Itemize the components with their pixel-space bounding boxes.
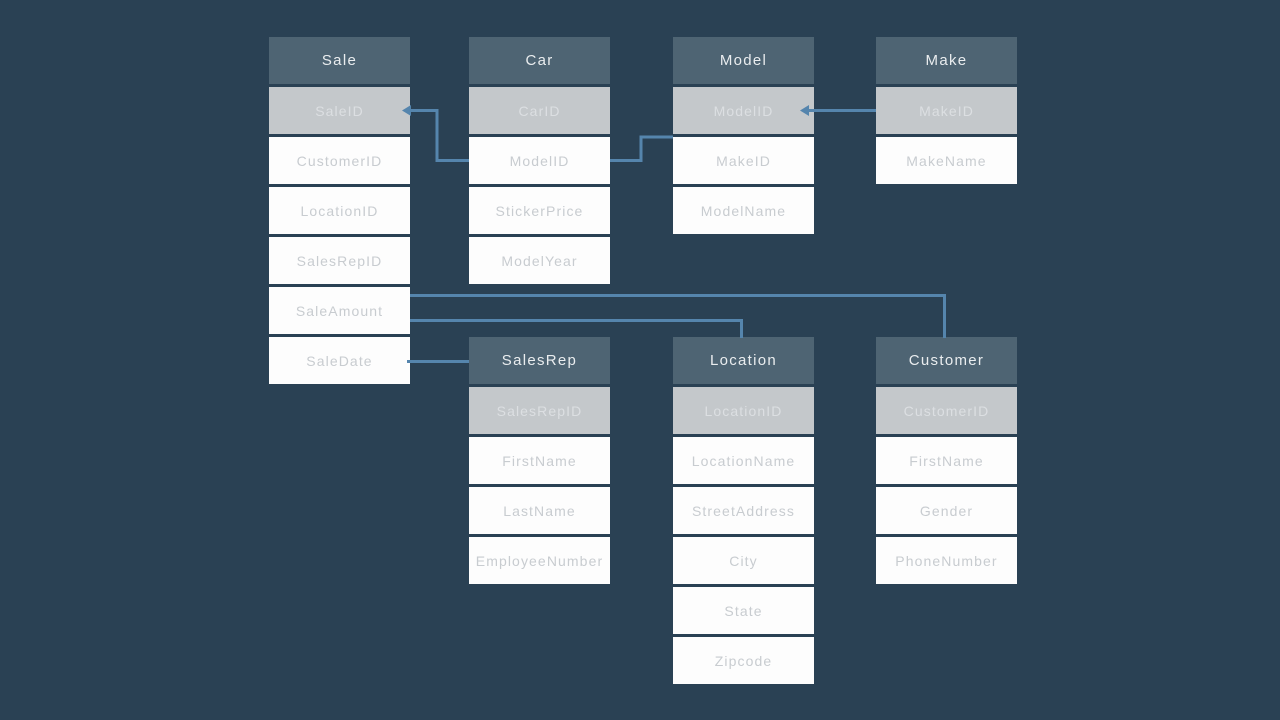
field-row: SalesRepID bbox=[269, 237, 410, 284]
primary-key-row-customer: CustomerID bbox=[876, 387, 1017, 434]
field-row: SaleDate bbox=[269, 337, 410, 384]
field-row: SaleAmount bbox=[269, 287, 410, 334]
connector-sale-to-location bbox=[410, 319, 743, 338]
field-row: FirstName bbox=[876, 437, 1017, 484]
field-row: State bbox=[673, 587, 814, 634]
primary-key-row-make: MakeID bbox=[876, 87, 1017, 134]
field-row: PhoneNumber bbox=[876, 537, 1017, 584]
field-row: Gender bbox=[876, 487, 1017, 534]
table-title-sale: Sale bbox=[269, 37, 410, 84]
table-title-car: Car bbox=[469, 37, 610, 84]
field-row: ModelName bbox=[673, 187, 814, 234]
connector-sale-to-car bbox=[408, 109, 469, 162]
field-row: EmployeeNumber bbox=[469, 537, 610, 584]
field-row: CustomerID bbox=[269, 137, 410, 184]
field-row: MakeName bbox=[876, 137, 1017, 184]
primary-key-row-sale: SaleID bbox=[269, 87, 410, 134]
field-row: StickerPrice bbox=[469, 187, 610, 234]
field-row: ModelID bbox=[469, 137, 610, 184]
table-title-model: Model bbox=[673, 37, 814, 84]
primary-key-row-location: LocationID bbox=[673, 387, 814, 434]
table-title-salesrep: SalesRep bbox=[469, 337, 610, 384]
field-row: StreetAddress bbox=[673, 487, 814, 534]
primary-key-row-salesrep: SalesRepID bbox=[469, 387, 610, 434]
field-row: LocationName bbox=[673, 437, 814, 484]
field-row: LastName bbox=[469, 487, 610, 534]
field-row: ModelYear bbox=[469, 237, 610, 284]
field-row: Zipcode bbox=[673, 637, 814, 684]
primary-key-row-model: ModelID bbox=[673, 87, 814, 134]
connector-car-to-model bbox=[610, 135, 673, 162]
primary-key-row-car: CarID bbox=[469, 87, 610, 134]
field-row: City bbox=[673, 537, 814, 584]
field-row: FirstName bbox=[469, 437, 610, 484]
connector-sale-to-customer bbox=[410, 294, 946, 338]
table-title-make: Make bbox=[876, 37, 1017, 84]
table-title-customer: Customer bbox=[876, 337, 1017, 384]
field-row: LocationID bbox=[269, 187, 410, 234]
field-row: MakeID bbox=[673, 137, 814, 184]
table-title-location: Location bbox=[673, 337, 814, 384]
